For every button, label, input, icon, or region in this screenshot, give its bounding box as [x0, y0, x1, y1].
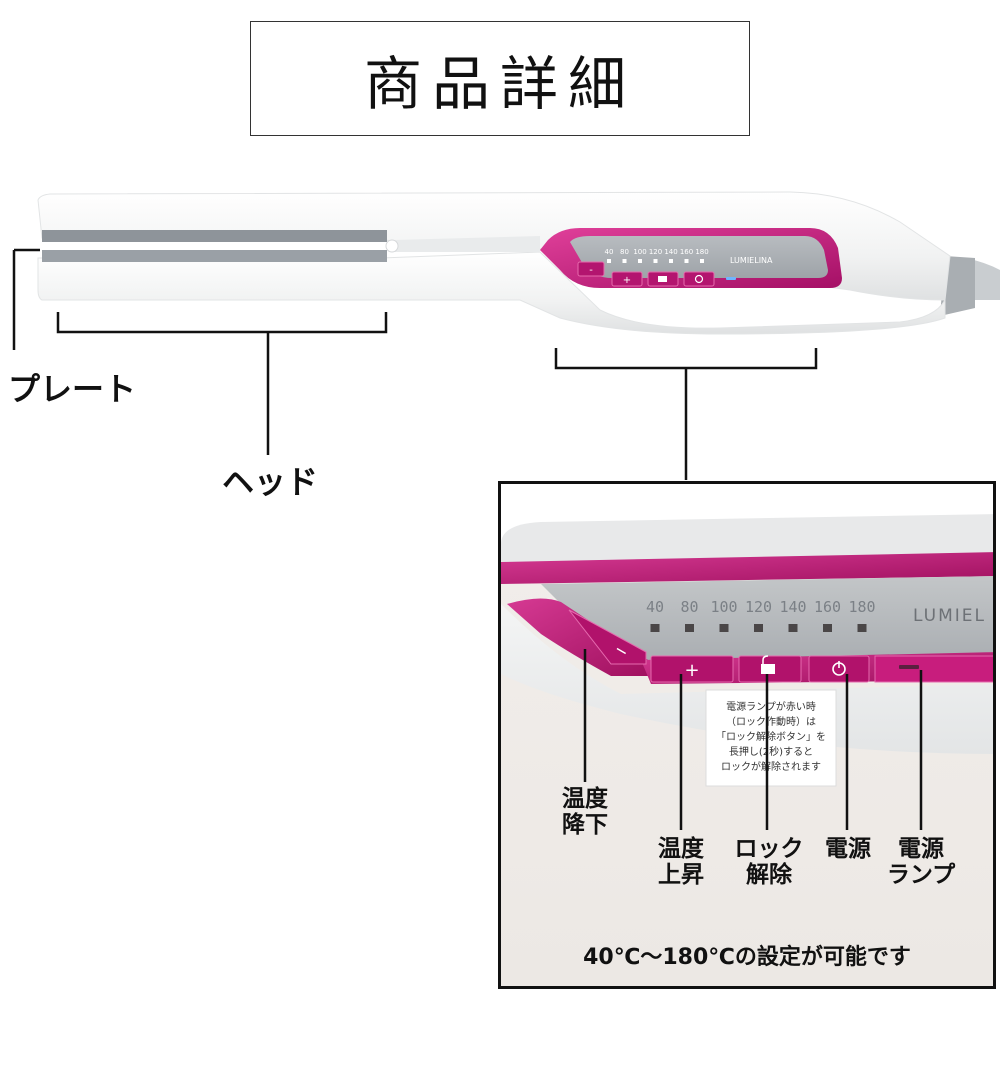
lower-arm — [37, 251, 946, 335]
sticker-line: （ロック作動時）は — [726, 715, 816, 728]
lower-plate — [42, 250, 387, 262]
temp-label-80: 80 — [620, 248, 629, 256]
zoom-temp-led — [857, 624, 867, 632]
temp-label-180: 180 — [695, 248, 708, 256]
control-panel-display — [570, 236, 828, 278]
zoom-brand-text: LUMIEL — [913, 606, 986, 626]
panel-bracket — [554, 348, 818, 370]
zoom-temp-label-40: 40 — [646, 598, 664, 616]
temp-label-160: 160 — [680, 248, 693, 256]
zoom-temp-label-80: 80 — [680, 598, 698, 616]
page-title: 商品詳細 — [363, 49, 636, 118]
zoom-temp-label-100: 100 — [710, 598, 737, 616]
zoom-temp-led — [823, 624, 832, 632]
temp-led — [622, 259, 627, 263]
zoom-buttons: − + — [568, 609, 993, 683]
temp-down-label: 温度 降下 — [562, 786, 608, 838]
temp-label-100: 100 — [633, 248, 646, 256]
power-button-shape — [808, 655, 870, 683]
svg-text:-: - — [589, 265, 593, 276]
plate-bracket — [12, 248, 40, 350]
power-lamp-shape — [899, 665, 919, 669]
sticker-line: 電源ランプが赤い時 — [726, 700, 816, 713]
zoom-temp-led — [754, 624, 763, 632]
temp-down-button-shape — [568, 609, 647, 665]
zoom-temp-led — [788, 624, 798, 632]
zoom-panel-illustration: − + 電源ランプが赤い時 （ロック作動時）は「ロック解除ボタン」を長押し(2秒)… — [501, 484, 993, 986]
temp-led — [684, 259, 689, 263]
zoom-temp-led — [719, 624, 729, 632]
temp-up-label: 温度 上昇 — [658, 836, 704, 888]
temp-up-button-shape — [650, 655, 734, 683]
zoom-display-panel — [541, 576, 993, 664]
instruction-sticker — [705, 689, 837, 787]
title-box: 商品詳細 — [250, 21, 750, 136]
sticker-line: 「ロック解除ボタン」を — [716, 730, 826, 743]
zoom-temp-label-140: 140 — [779, 598, 806, 616]
zoom-temp-label-180: 180 — [848, 598, 875, 616]
svg-text:+: + — [684, 660, 699, 681]
temp-label-40: 40 — [605, 248, 614, 256]
temp-led — [638, 259, 642, 263]
zoom-temp-label-120: 120 — [745, 598, 772, 616]
power-label: 電源 — [825, 836, 871, 862]
temp-label-120: 120 — [649, 248, 662, 256]
temp-led — [653, 259, 658, 263]
temp-led — [669, 259, 673, 263]
head-label: ヘッド — [222, 463, 319, 501]
temperature-range-caption: 40℃～180℃の設定が可能です — [583, 945, 911, 970]
sticker-line: ロックが解除されます — [721, 760, 821, 773]
unlock-label: ロック 解除 — [734, 836, 804, 888]
zoom-temp-led — [685, 624, 694, 632]
brand-logo-text: LUMIELINA — [730, 256, 773, 265]
upper-plate — [42, 230, 387, 242]
head-bracket — [56, 312, 388, 334]
temp-led — [607, 259, 611, 263]
plate-label: プレート — [8, 370, 137, 408]
control-buttons: - + — [577, 261, 736, 287]
power-lamp-label: 電源 ランプ — [886, 836, 956, 888]
temp-led — [700, 259, 704, 263]
sticker-line: 長押し(2秒)すると — [729, 745, 813, 758]
temp-label-140: 140 — [664, 248, 677, 256]
zoom-detail-box: − + 電源ランプが赤い時 （ロック作動時）は「ロック解除ボタン」を長押し(2秒)… — [498, 481, 996, 989]
zoom-temp-label-160: 160 — [814, 598, 841, 616]
zoom-temp-led — [650, 624, 660, 632]
svg-text:+: + — [623, 275, 631, 286]
